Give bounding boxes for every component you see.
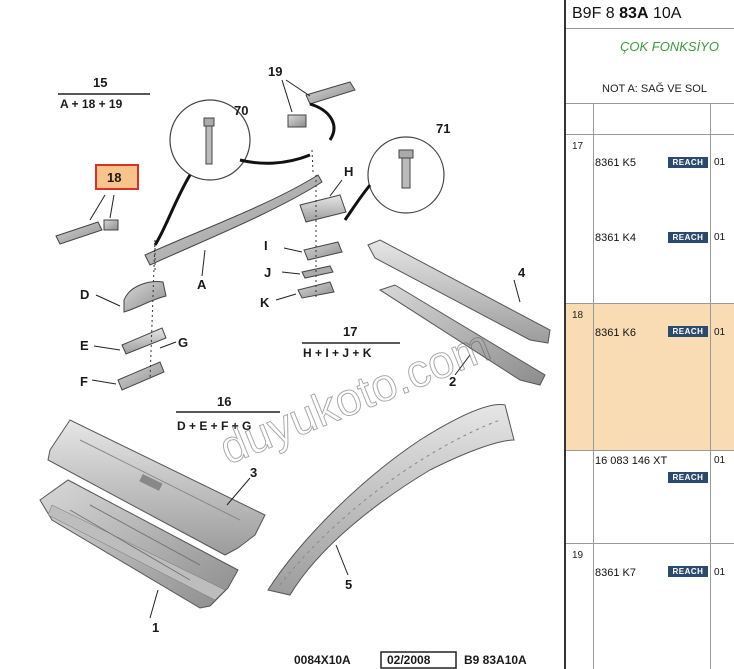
- header-suffix: 10A: [648, 5, 682, 22]
- footer-date-box: [380, 651, 457, 669]
- part-qty: 01: [714, 232, 726, 243]
- part-1-roof-panel: [39, 479, 239, 619]
- callout-70: 70: [234, 103, 248, 118]
- footer-date: 02/2008: [387, 653, 431, 667]
- reach-badge: REACH: [668, 566, 708, 577]
- header-prefix: B9F 8: [572, 5, 620, 22]
- part-a-roof-bar: [144, 149, 323, 277]
- callout-4: 4: [518, 265, 526, 280]
- callout-k: K: [260, 295, 270, 310]
- row-index: 18: [572, 310, 584, 321]
- callout-18: 18: [107, 170, 121, 185]
- part-qty: 01: [714, 455, 726, 466]
- callout-i: I: [264, 238, 268, 253]
- callout-e: E: [80, 338, 89, 353]
- callout-a: A: [197, 277, 207, 292]
- table-row[interactable]: 19 8361 K7 REACH 01: [566, 544, 734, 669]
- table-row[interactable]: 16 083 146 XT REACH 01: [566, 451, 734, 544]
- exploded-view: 15 A + 18 + 19 70 19 71 18 H I J K D A E…: [39, 64, 551, 669]
- banner-title: ÇOK FONKSİYO: [620, 39, 719, 54]
- part-3-roof-panel: [47, 419, 266, 556]
- reach-badge: REACH: [668, 232, 708, 243]
- footer-code: 0084X10A: [294, 653, 351, 667]
- callout-d: D: [80, 287, 89, 302]
- part-ref: 8361 K5: [595, 157, 636, 169]
- callout-16: 16: [217, 394, 231, 409]
- column-divider: [593, 104, 594, 669]
- callout-f: F: [80, 374, 88, 389]
- footer-ref: B9 83A10A: [464, 653, 527, 667]
- table-row[interactable]: 17 8361 K5 REACH 01 8361 K4 REACH 01: [566, 135, 734, 304]
- callout-g: G: [178, 335, 188, 350]
- reach-badge: REACH: [668, 326, 708, 337]
- part-qty: 01: [714, 157, 726, 168]
- part-ref: 8361 K4: [595, 232, 636, 244]
- callout-5: 5: [345, 577, 352, 592]
- highlight-box-18: [95, 164, 139, 190]
- part-ref: 8361 K6: [595, 327, 636, 339]
- table-row-selected[interactable]: 18 8361 K6 REACH 01: [566, 304, 734, 451]
- part-19-clip: [281, 79, 356, 141]
- formula-17: H + I + J + K: [303, 346, 372, 360]
- header-bold: 83A: [619, 5, 649, 22]
- callout-71: 71: [436, 121, 450, 136]
- part-ref: 8361 K7: [595, 567, 636, 579]
- part-18-clip: [55, 194, 119, 245]
- callout-17: 17: [343, 324, 357, 339]
- callout-3: 3: [250, 465, 257, 480]
- column-divider: [710, 104, 711, 669]
- banner-note: NOT A: SAĞ VE SOL: [602, 83, 707, 95]
- part-ref: 16 083 146 XT: [595, 455, 668, 467]
- callout-1: 1: [152, 620, 159, 635]
- parts-h-i-j-k: [275, 175, 347, 301]
- reach-badge: REACH: [668, 157, 708, 168]
- callout-h: H: [344, 164, 353, 179]
- part-qty: 01: [714, 327, 726, 338]
- part-70-screw-bubble: [153, 99, 311, 246]
- part-2-side-member: [378, 284, 546, 386]
- formula-15: A + 18 + 19: [60, 97, 123, 111]
- column-headers: [566, 104, 734, 135]
- callout-15: 15: [93, 75, 107, 90]
- parts-table: B9F 8 83A 10A ÇOK FONKSİYO NOT A: SAĞ VE…: [564, 0, 734, 669]
- part-5-side-rail: [267, 404, 515, 596]
- parts-d-e-f-g: [91, 239, 177, 391]
- row-index: 17: [572, 141, 584, 152]
- part-4-side-member: [367, 239, 551, 344]
- panel-header: B9F 8 83A 10A: [566, 0, 734, 29]
- callout-19: 19: [268, 64, 282, 79]
- row-index: 19: [572, 550, 584, 561]
- part-71-screw-bubble: [343, 136, 445, 221]
- callout-2: 2: [449, 374, 456, 389]
- parts-diagram: 15 A + 18 + 19 70 19 71 18 H I J K D A E…: [39, 64, 551, 669]
- panel-banner: ÇOK FONKSİYO NOT A: SAĞ VE SOL: [566, 29, 734, 104]
- formula-16: D + E + F + G: [177, 419, 251, 433]
- callout-j: J: [264, 265, 271, 280]
- reach-badge: REACH: [668, 472, 708, 483]
- part-qty: 01: [714, 567, 726, 578]
